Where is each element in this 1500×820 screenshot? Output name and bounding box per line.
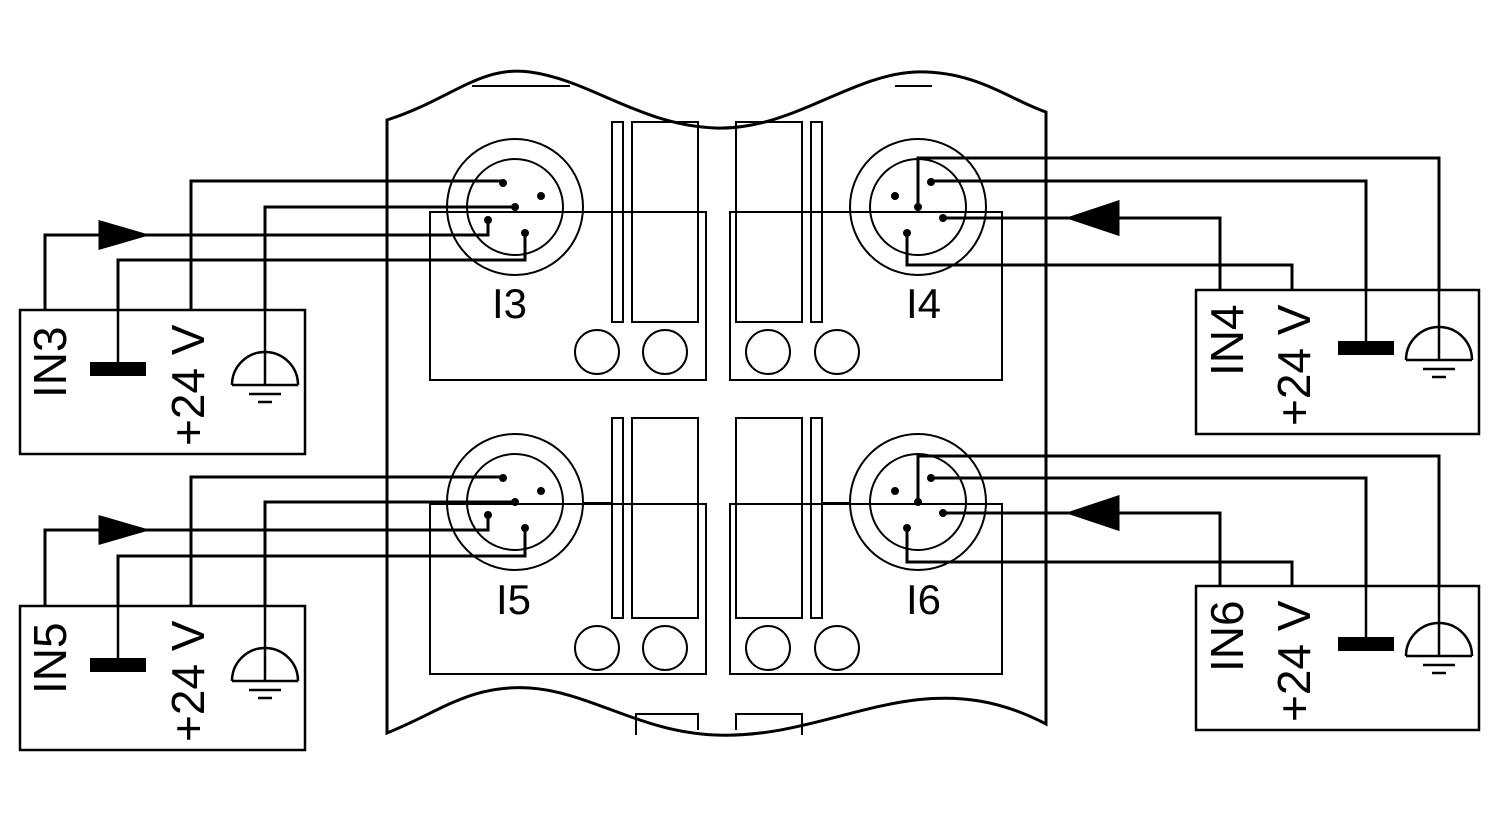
led	[642, 625, 688, 671]
sensor-signal-label: IN4	[1201, 304, 1253, 376]
ground-bar-icon	[1338, 637, 1394, 651]
led	[574, 329, 620, 375]
port-label-i5: I5	[496, 576, 531, 623]
pin	[891, 192, 899, 200]
wire-signal	[943, 511, 1222, 586]
sensor-box-in5: IN5 +24 V	[18, 604, 307, 752]
earth-ground-icon	[230, 310, 300, 404]
pin	[537, 192, 545, 200]
port-label-i6: I6	[906, 576, 941, 623]
slot	[735, 417, 803, 619]
connector-inner	[869, 453, 967, 551]
wires-in5	[43, 475, 527, 606]
sensor-signal-label: IN5	[24, 622, 76, 694]
led	[745, 625, 791, 671]
pin	[537, 487, 545, 495]
sensor-signal-label: IN3	[24, 326, 76, 398]
wire-supply	[189, 475, 503, 606]
wire-signal	[43, 515, 490, 606]
sensor-box-in6: IN6 +24 V	[1194, 584, 1481, 732]
ground-bar-icon	[1338, 341, 1394, 355]
wire-ground	[931, 179, 1368, 290]
sensor-signal-label: IN6	[1201, 600, 1253, 672]
earth-ground-icon	[1404, 290, 1474, 379]
sensor-box-in4: IN4 +24 V	[1194, 288, 1481, 436]
wires-in3	[43, 179, 527, 310]
wire-earth	[916, 454, 1441, 586]
slot	[735, 121, 803, 323]
wires-in4	[905, 156, 1441, 290]
sensor-box-frame	[18, 308, 307, 456]
led	[745, 329, 791, 375]
signal-arrow-icon	[1065, 199, 1120, 237]
panel-top-right	[729, 211, 1003, 381]
wires-in6	[905, 454, 1441, 586]
wire-ground	[116, 233, 527, 310]
panel-bottom-left	[429, 503, 707, 675]
signal-arrow-icon	[98, 220, 151, 250]
wire-ground	[116, 528, 527, 606]
led	[642, 329, 688, 375]
connector-i6	[822, 433, 987, 571]
signal-arrow-icon	[98, 515, 151, 545]
slot	[611, 121, 624, 323]
housing-outline	[385, 69, 1048, 737]
sensor-supply-label: +24 V	[162, 324, 214, 446]
slot	[810, 121, 823, 323]
sensor-box-frame	[1194, 288, 1481, 436]
sensor-box-frame	[18, 604, 307, 752]
slot	[631, 121, 699, 323]
panel-bottom-right	[729, 503, 1003, 675]
earth-ground-icon	[230, 606, 300, 700]
slot	[611, 417, 624, 619]
sensor-supply-label: +24 V	[1268, 304, 1320, 426]
led	[814, 329, 860, 375]
sensor-box-frame	[1194, 584, 1481, 732]
connector-outer	[849, 138, 987, 276]
wire-ground	[931, 476, 1368, 586]
wire-supply	[905, 233, 1294, 290]
sensor-box-in3: IN3 +24 V	[18, 308, 307, 456]
module-housing	[385, 69, 1048, 737]
wire-signal	[43, 220, 490, 310]
led	[814, 625, 860, 671]
sensor-supply-label: +24 V	[162, 620, 214, 742]
housing-bottom-tab	[735, 713, 803, 735]
port-label-i3: I3	[492, 280, 527, 327]
sensor-supply-label: +24 V	[1268, 600, 1320, 722]
ground-bar-icon	[90, 362, 146, 376]
panel-top-left	[429, 211, 707, 381]
wire-earth	[916, 156, 1441, 290]
earth-ground-icon	[1404, 586, 1474, 675]
housing-bottom-tab	[635, 713, 699, 735]
led	[574, 625, 620, 671]
wire-earth	[263, 500, 515, 606]
slot	[810, 417, 823, 619]
wire-supply	[189, 179, 503, 310]
wire-earth	[263, 205, 515, 310]
wire-supply	[905, 528, 1294, 586]
signal-arrow-icon	[1065, 494, 1120, 532]
ground-bar-icon	[90, 658, 146, 672]
port-label-i4: I4	[906, 280, 941, 327]
pin	[891, 487, 899, 495]
slot	[631, 417, 699, 619]
wire-signal	[943, 216, 1222, 290]
